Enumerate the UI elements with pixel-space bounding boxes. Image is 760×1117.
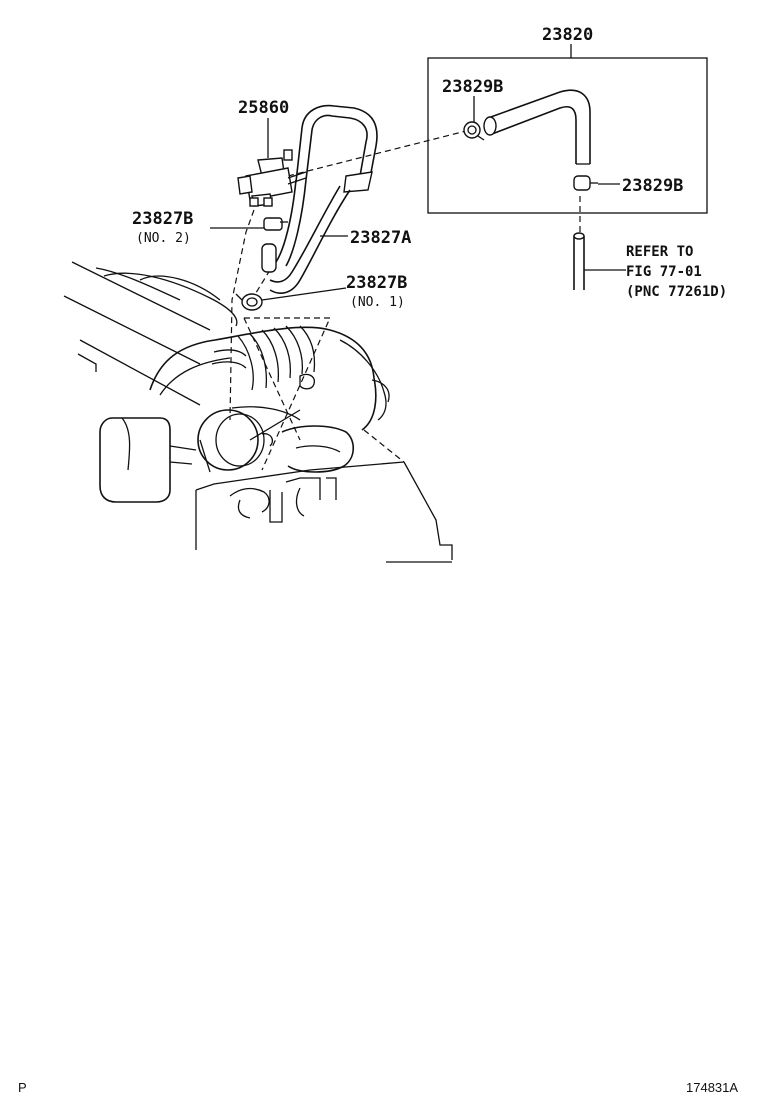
label-23820: 23820 — [542, 25, 593, 45]
label-23829b-upper: 23829B — [442, 77, 503, 97]
clip-23827b-no2[interactable] — [263, 217, 288, 231]
connection-lines — [229, 129, 581, 471]
clip-23827b-no1[interactable] — [235, 293, 263, 311]
label-leaders — [210, 44, 626, 301]
label-23827b-no2: 23827B — [132, 209, 193, 229]
clip-23829b-upper[interactable] — [463, 121, 485, 141]
engine-intake-drawing — [63, 261, 453, 563]
label-25860: 25860 — [238, 98, 289, 118]
reference-line-1: REFER TO — [626, 244, 693, 260]
hose-kit-23820[interactable] — [427, 57, 708, 214]
label-23827a: 23827A — [350, 228, 411, 248]
vacuum-hose-23827a[interactable] — [261, 104, 378, 294]
footer-figure-code: 174831A — [686, 1080, 738, 1095]
label-23829b-lower: 23829B — [622, 176, 683, 196]
footer-left-code: P — [18, 1080, 27, 1095]
label-23827b-no1: 23827B — [346, 273, 407, 293]
label-no2-note: (NO. 2) — [136, 231, 191, 246]
label-no1-note: (NO. 1) — [350, 295, 405, 310]
reference-line-3: (PNC 77261D) — [626, 284, 727, 300]
reference-line-2: FIG 77-01 — [626, 264, 702, 280]
referenced-hose — [573, 232, 585, 290]
clip-23829b-lower[interactable] — [573, 175, 598, 191]
